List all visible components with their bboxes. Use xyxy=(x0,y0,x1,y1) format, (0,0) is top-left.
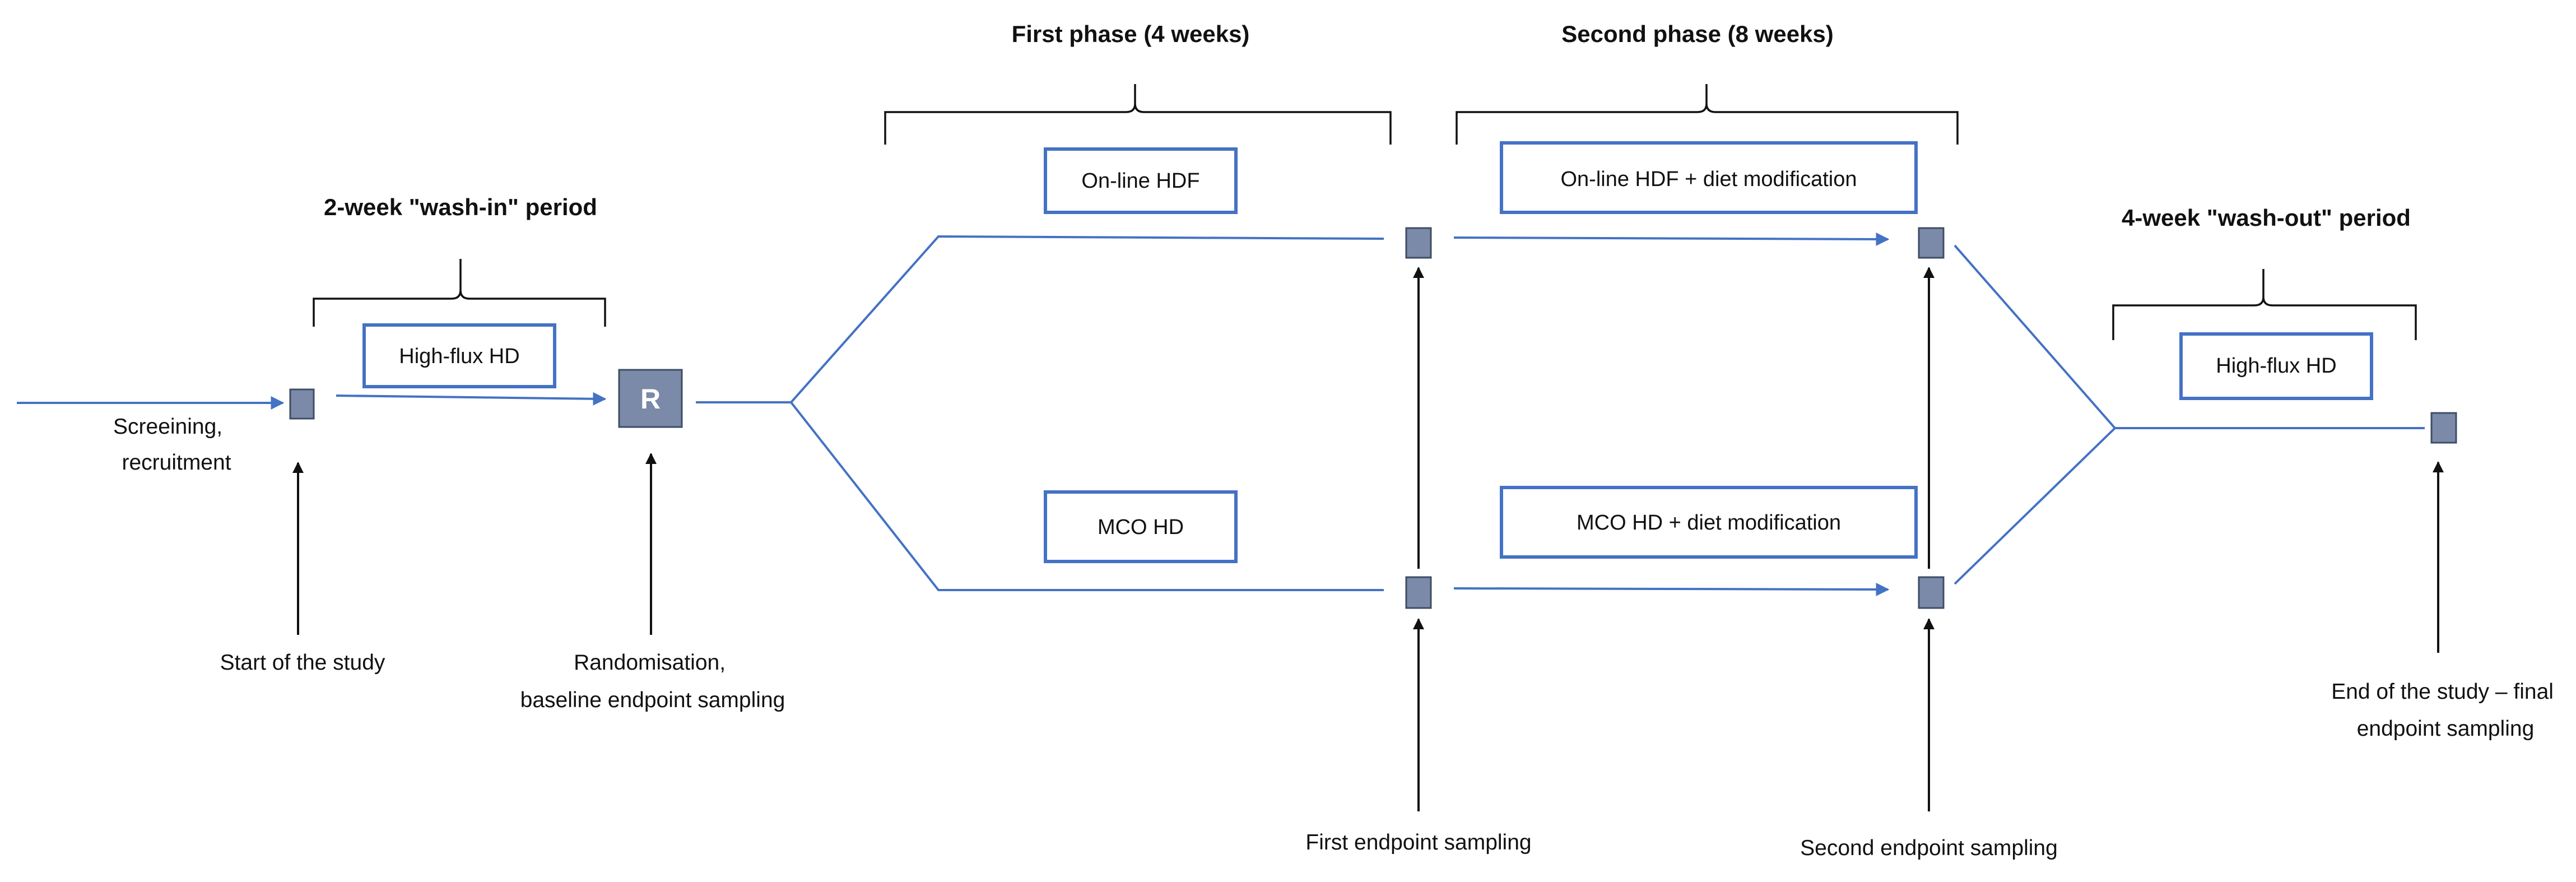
phase1-brace xyxy=(884,84,1392,145)
screening-label-line2: recruitment xyxy=(122,451,231,475)
wash-in-title: 2-week "wash-in" period xyxy=(324,194,597,220)
hdf-box: On-line HDF xyxy=(1044,147,1238,214)
merge-flow xyxy=(1954,244,2117,585)
mco-first-node xyxy=(1405,576,1432,609)
wash-out-box: High-flux HD xyxy=(2179,332,2373,400)
mco-second-node xyxy=(1918,576,1945,609)
randomisation-split-flow-lower xyxy=(790,401,1384,591)
end-label: End of the study – final endpoint sampli… xyxy=(2331,680,2560,741)
mco-diet-box: MCO HD + diet modification xyxy=(1500,486,1918,559)
randomisation-label-line2: baseline endpoint sampling xyxy=(520,688,785,712)
randomisation-label: Randomisation, baseline endpoint samplin… xyxy=(520,651,785,712)
hdf-second-node xyxy=(1918,227,1945,259)
phase1-title: First phase (4 weeks) xyxy=(1012,21,1250,47)
mco-box-label: MCO HD xyxy=(1098,516,1184,539)
hdf-box-label: On-line HDF xyxy=(1081,169,1199,193)
wash-in-box: High-flux HD xyxy=(362,323,556,388)
hdf-first-node xyxy=(1405,227,1432,259)
randomisation-label-line1: Randomisation, xyxy=(574,651,726,675)
mco-box: MCO HD xyxy=(1044,490,1238,563)
screening-label-line1: Screeining, xyxy=(113,415,222,439)
wash-in-box-label: High-flux HD xyxy=(399,345,519,368)
mco-diet-box-label: MCO HD + diet modification xyxy=(1577,511,1841,535)
end-node xyxy=(2430,412,2457,444)
wash-out-brace xyxy=(2112,269,2417,340)
wash-in-flow xyxy=(336,392,607,406)
hdf-diet-box: On-line HDF + diet modification xyxy=(1500,141,1918,214)
mco-phase2-flow xyxy=(1453,582,1890,596)
hdf-diet-box-label: On-line HDF + diet modification xyxy=(1560,168,1857,191)
phase2-brace xyxy=(1456,84,1959,145)
end-label-line2: endpoint sampling xyxy=(2357,717,2535,741)
wash-out-title: 4-week "wash-out" period xyxy=(2122,205,2411,231)
randomisation-node: R xyxy=(618,369,683,428)
hdf-phase2-flow xyxy=(1453,232,1890,246)
end-label-line1: End of the study – final xyxy=(2331,680,2554,704)
wash-out-box-label: High-flux HD xyxy=(2216,354,2336,378)
start-label: Start of the study xyxy=(220,651,385,675)
screening-label: Screeining, recruitment xyxy=(113,415,231,475)
randomisation-node-label: R xyxy=(640,383,661,415)
start-node xyxy=(289,388,315,420)
first-sampling-label: First endpoint sampling xyxy=(1305,830,1531,855)
second-sampling-label: Second endpoint sampling xyxy=(1800,836,2058,860)
phase2-title: Second phase (8 weeks) xyxy=(1561,21,1834,47)
wash-in-brace xyxy=(313,259,606,327)
randomisation-split-flow xyxy=(696,235,1384,403)
